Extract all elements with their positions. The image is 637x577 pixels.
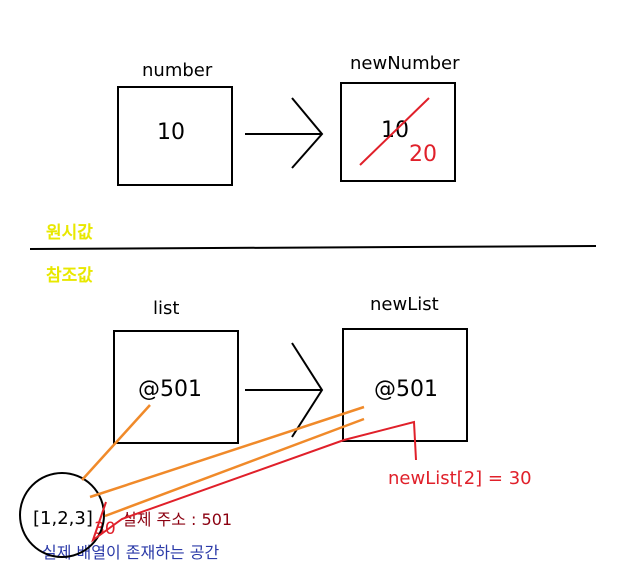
primitive-copy-arrow <box>245 97 324 169</box>
new-list-pointer-line-2 <box>104 417 365 518</box>
array-literal: [1,2,3] <box>33 508 93 529</box>
number-label: number <box>142 60 213 81</box>
space-note: 실제 배열이 존재하는 공간 <box>42 543 220 562</box>
section-divider <box>29 245 597 250</box>
list-label: list <box>153 298 180 319</box>
number-value: 10 <box>157 120 185 145</box>
reference-section-label: 참조값 <box>46 266 93 286</box>
reference-copy-arrow <box>245 342 324 438</box>
new-list-box <box>342 328 468 442</box>
number-box <box>117 86 233 186</box>
new-number-label: newNumber <box>350 53 460 74</box>
address-note: 실제 주소 : 501 <box>122 510 233 529</box>
new-number-box <box>340 82 456 182</box>
list-pointer-line <box>81 404 151 481</box>
new-number-new-value: 20 <box>409 142 437 167</box>
new-list-value: @501 <box>374 377 438 402</box>
new-list-pointer-line <box>89 405 365 499</box>
strikethrough-line <box>359 97 430 166</box>
primitive-section-label: 원시값 <box>46 223 93 243</box>
new-list-label: newList <box>370 294 439 315</box>
modification-path <box>91 420 417 543</box>
list-value: @501 <box>138 377 202 402</box>
list-box <box>113 330 239 444</box>
assignment-annotation: newList[2] = 30 <box>388 468 532 489</box>
memory-circle <box>19 472 105 558</box>
